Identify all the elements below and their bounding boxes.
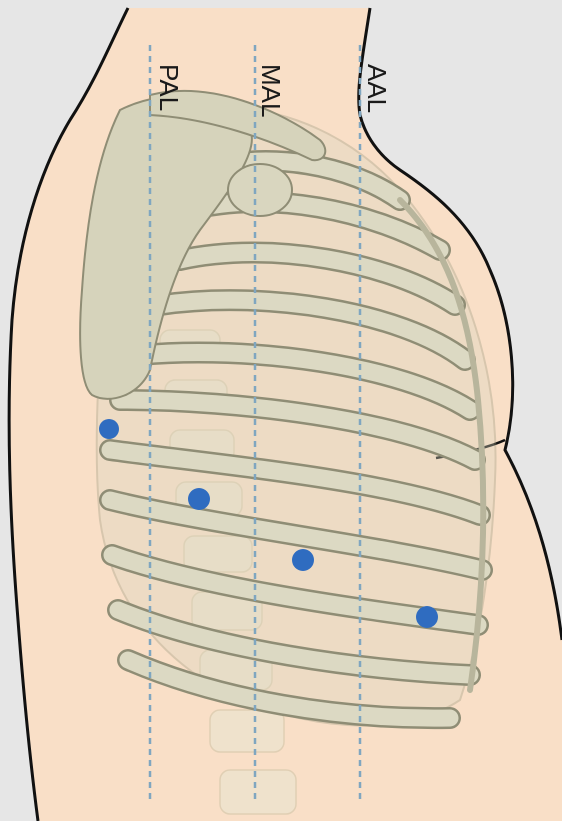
mal-label: MAL [256, 64, 286, 117]
marker-2 [188, 488, 210, 510]
pal-label: PAL [154, 64, 184, 111]
humeral-head [228, 164, 292, 216]
marker-1 [99, 419, 119, 439]
marker-3 [292, 549, 314, 571]
aal-label: AAL [362, 64, 392, 113]
marker-4 [416, 606, 438, 628]
